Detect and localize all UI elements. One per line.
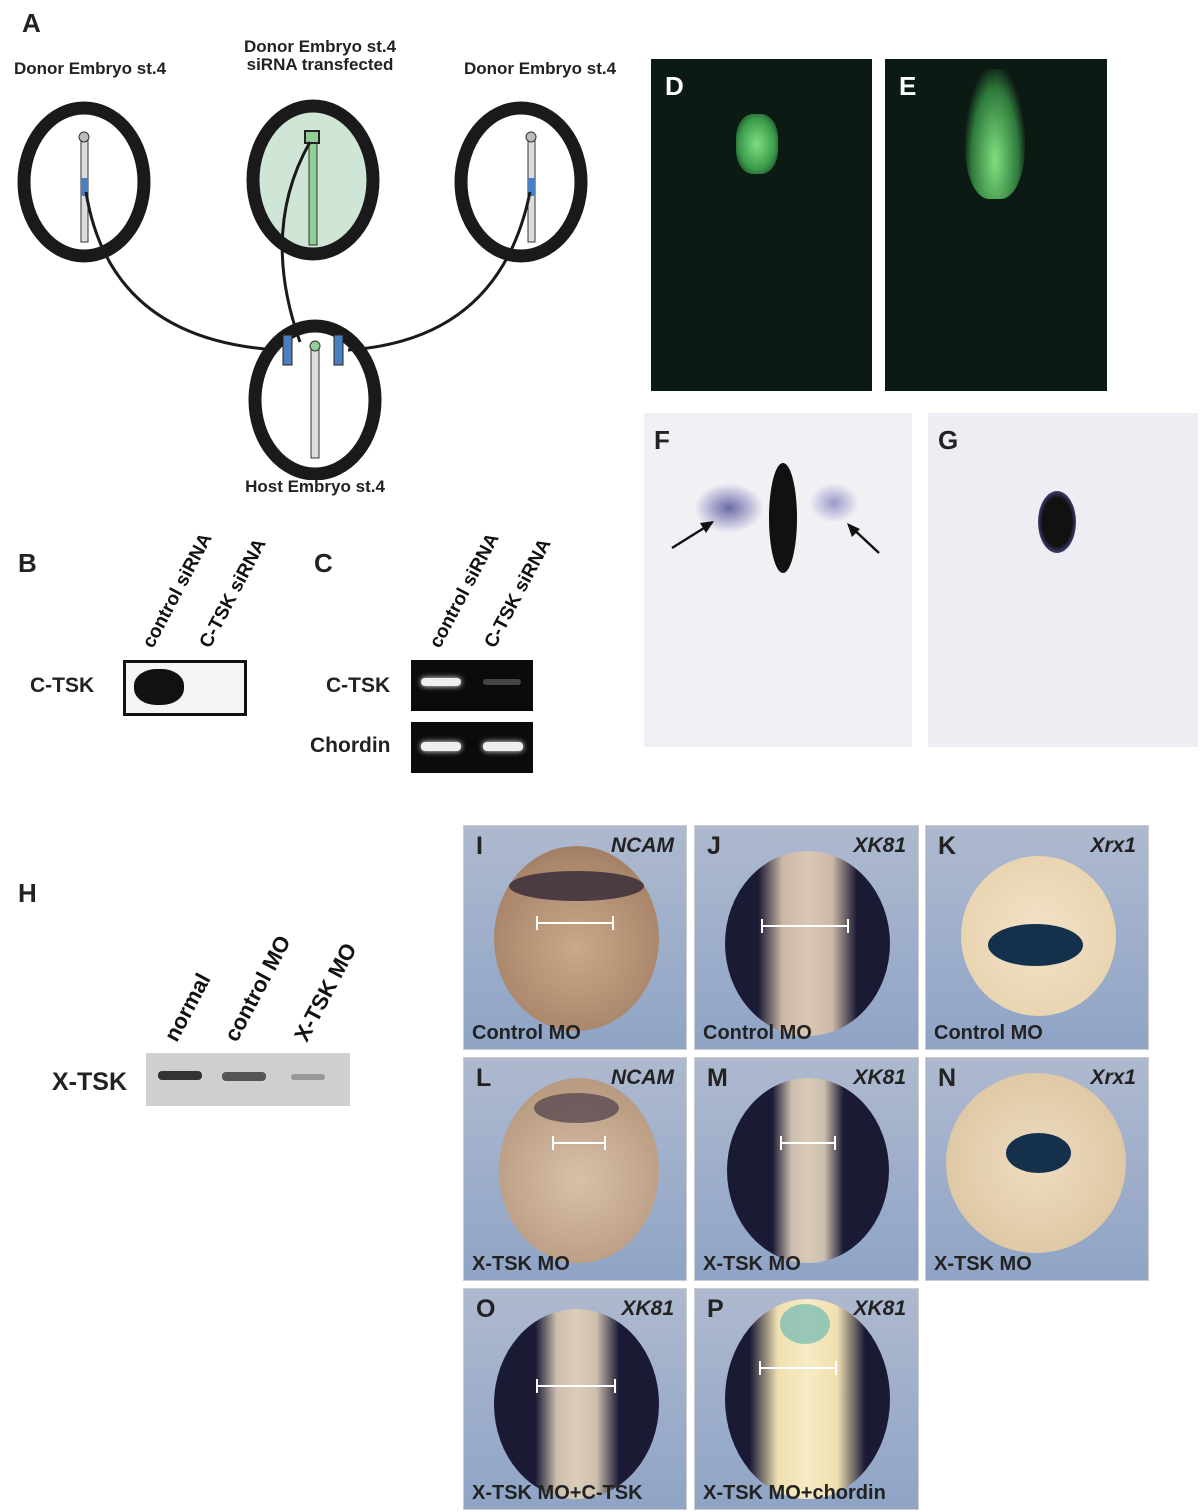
panel-f-image: F <box>644 413 912 747</box>
donor-right-embryo <box>454 101 588 263</box>
stain-signal <box>809 483 859 523</box>
panel-letter: K <box>938 832 957 860</box>
gel-c-tsk <box>411 660 533 711</box>
panel-e-label: E <box>899 71 917 101</box>
panel-e-image: E <box>885 59 1107 391</box>
transplant-arrows <box>84 141 532 352</box>
panel-a-label: A <box>22 8 41 38</box>
gene-label: NCAM <box>611 1066 674 1089</box>
gene-label: Xrx1 <box>1090 834 1136 857</box>
panel-b-label: B <box>18 548 37 578</box>
panel-g-label: G <box>938 425 959 455</box>
gene-label: NCAM <box>611 834 674 857</box>
panel-g-image: G <box>928 413 1198 747</box>
condition-label: X-TSK MO <box>472 1253 570 1275</box>
panel-p-image: P XK81 X-TSK MO+chordin <box>694 1288 919 1510</box>
host-embryo <box>248 319 382 480</box>
gene-label: XK81 <box>853 1297 906 1320</box>
panel-c-label: C <box>314 548 333 578</box>
panel-f-label: F <box>654 425 670 455</box>
gfp-signal <box>965 69 1025 199</box>
panel-i-image: I NCAM Control MO <box>463 825 687 1050</box>
panel-n-image: N Xrx1 X-TSK MO <box>925 1057 1149 1281</box>
panel-letter: L <box>476 1064 492 1092</box>
panel-letter: O <box>476 1295 496 1323</box>
lane-label: X-TSK MO <box>289 938 362 1046</box>
row-label: X-TSK <box>52 1068 127 1096</box>
row-label: Chordin <box>310 734 391 757</box>
condition-label: X-TSK MO <box>703 1253 801 1275</box>
donor-center-line1: Donor Embryo st.4 <box>243 37 397 56</box>
lane-label: normal <box>159 969 216 1046</box>
panel-h-label: H <box>18 878 37 908</box>
condition-label: Control MO <box>472 1022 581 1044</box>
donor-center-embryo <box>246 99 380 261</box>
stain-signal <box>769 463 797 573</box>
panel-d-label: D <box>665 71 684 101</box>
panel-o-image: O XK81 X-TSK MO+C-TSK <box>463 1288 687 1510</box>
gel-band <box>421 678 461 686</box>
arrow-icons <box>671 521 880 554</box>
stain-signal <box>1038 491 1076 553</box>
panel-letter: P <box>707 1295 724 1323</box>
panel-l-image: L NCAM X-TSK MO <box>463 1057 687 1281</box>
condition-label: Control MO <box>934 1022 1043 1044</box>
gel-band <box>421 742 461 751</box>
blot-band <box>222 1072 266 1081</box>
row-label: C-TSK <box>326 674 391 697</box>
condition-label: Control MO <box>703 1022 812 1044</box>
gfp-signal <box>736 114 778 174</box>
host-label: Host Embryo st.4 <box>245 477 385 496</box>
panel-letter: N <box>938 1064 957 1092</box>
lane-label: control MO <box>219 931 296 1046</box>
gene-label: XK81 <box>853 834 906 857</box>
panel-j-image: J XK81 Control MO <box>694 825 919 1050</box>
gene-label: XK81 <box>621 1297 674 1320</box>
blot-band <box>291 1074 325 1080</box>
panel-m-image: M XK81 X-TSK MO <box>694 1057 919 1281</box>
row-label: C-TSK <box>30 674 95 697</box>
condition-label: X-TSK MO+chordin <box>703 1482 886 1504</box>
blot-band <box>158 1071 202 1080</box>
donor-right-label: Donor Embryo st.4 <box>463 59 617 78</box>
panel-d-image: D <box>651 59 872 391</box>
condition-label: X-TSK MO <box>934 1253 1032 1275</box>
donor-left-label: Donor Embryo st.4 <box>13 59 167 78</box>
donor-center-line2: siRNA transfected <box>246 55 394 74</box>
gel-band <box>483 742 523 751</box>
transplant-diagram <box>17 99 588 480</box>
donor-center-label: Donor Embryo st.4 siRNA transfected <box>220 38 420 74</box>
panel-k-image: K Xrx1 Control MO <box>925 825 1149 1050</box>
donor-left-embryo <box>17 101 151 263</box>
western-blot-h <box>146 1053 350 1106</box>
western-blot-b <box>123 660 247 716</box>
gel-chordin <box>411 722 533 773</box>
condition-label: X-TSK MO+C-TSK <box>472 1482 643 1504</box>
blot-band <box>134 669 184 705</box>
gel-band <box>483 679 521 685</box>
gene-label: XK81 <box>853 1066 906 1089</box>
panel-letter: M <box>707 1064 728 1092</box>
gene-label: Xrx1 <box>1090 1066 1136 1089</box>
panel-letter: J <box>707 832 721 860</box>
panel-letter: I <box>476 832 483 860</box>
